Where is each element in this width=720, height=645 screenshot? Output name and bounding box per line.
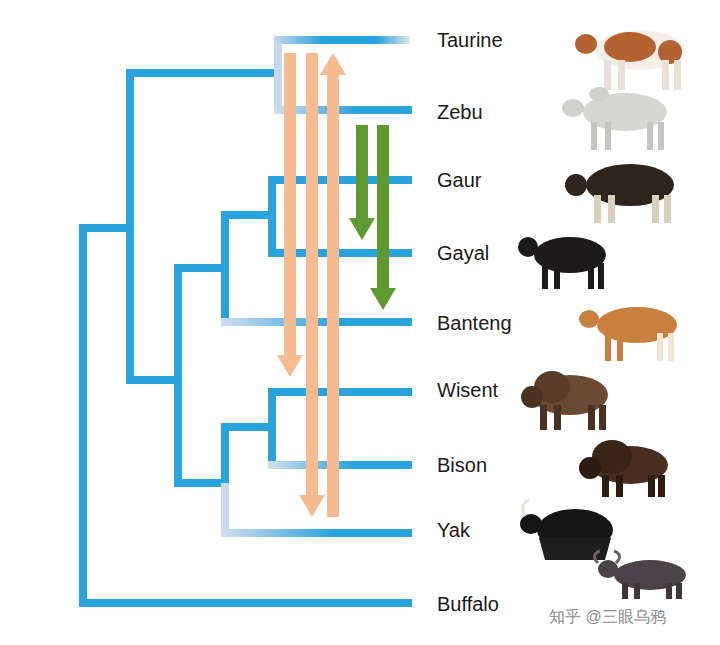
bison-figure	[579, 440, 668, 497]
species-label: Yak	[434, 517, 473, 543]
species-name: Gaur	[437, 169, 481, 191]
species-name: Banteng	[437, 312, 512, 334]
species-label: Gaur	[434, 167, 484, 193]
species-name: Buffalo	[437, 593, 499, 615]
species-label: Banteng	[434, 310, 515, 336]
gayal-figure	[518, 237, 606, 289]
species-label: Bison	[434, 452, 490, 478]
species-name: Gayal	[437, 242, 489, 264]
introgression-arrow	[370, 125, 396, 310]
introgression-arrow	[320, 53, 346, 517]
banteng-figure	[579, 307, 677, 361]
species-name: Zebu	[437, 101, 483, 123]
taurine-figure	[575, 30, 684, 90]
introgression-arrow	[277, 53, 303, 377]
species-name: Yak	[437, 519, 470, 541]
zebu-figure	[562, 87, 667, 150]
species-name: Bison	[437, 454, 487, 476]
species-label: Gayal	[434, 240, 492, 266]
wisent-figure	[521, 371, 608, 430]
gaur-figure	[565, 164, 674, 223]
species-name: Wisent	[437, 379, 498, 401]
species-name: Taurine	[437, 29, 503, 51]
introgression-arrow	[299, 53, 325, 517]
species-label: Wisent	[434, 377, 501, 403]
species-label: Taurine	[434, 27, 506, 53]
buffalo-figure	[594, 551, 686, 599]
tree-branches	[79, 36, 412, 607]
watermark: 知乎 @三眼乌鸦	[546, 606, 669, 629]
species-label: Buffalo	[434, 591, 502, 617]
introgression-arrow	[349, 125, 375, 240]
species-label: Zebu	[434, 99, 486, 125]
